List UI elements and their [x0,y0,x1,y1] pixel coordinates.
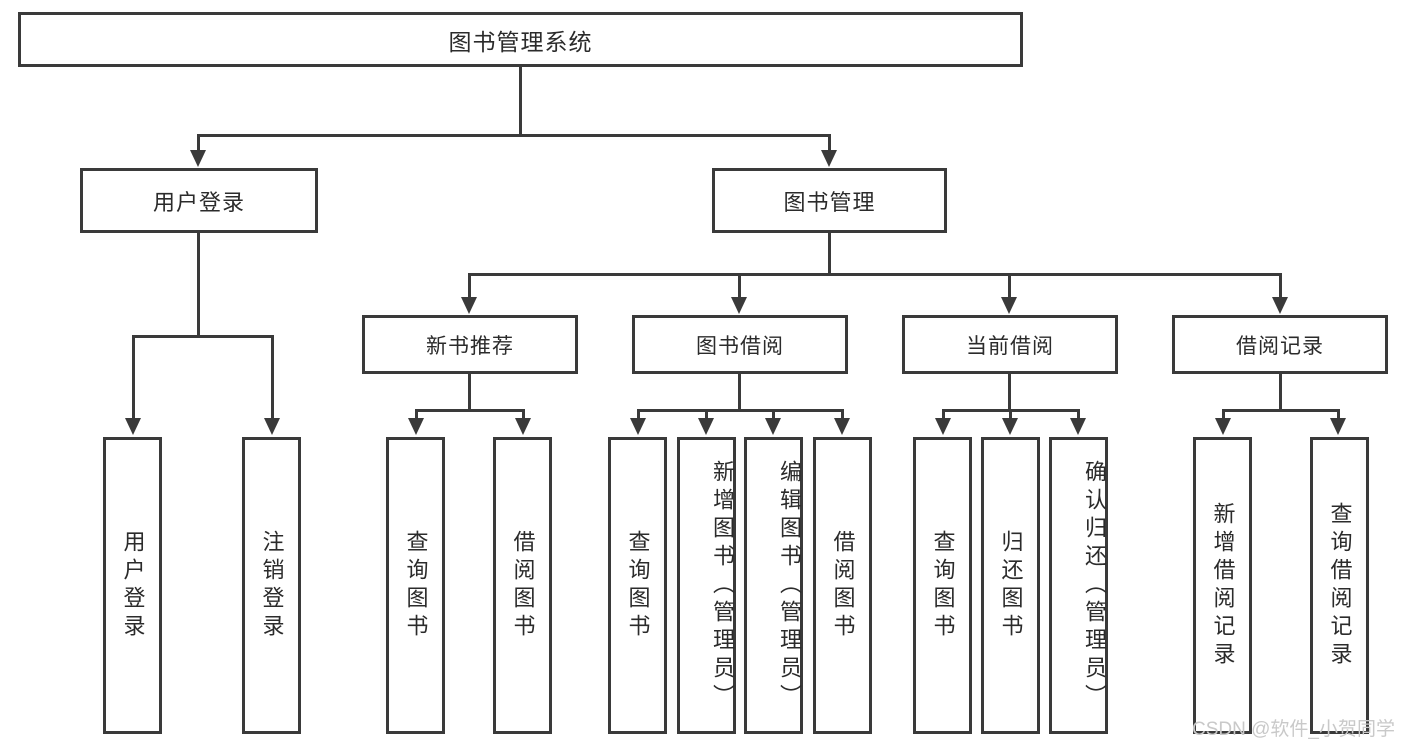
node-label: 查询图书 [403,529,429,642]
arrowhead-to-borrow-record [1272,297,1288,314]
node-borrow-record[interactable]: 借阅记录 [1172,315,1388,374]
connector-current-borrow-branch-3 [1077,409,1080,420]
connector-root-to-book-mgmt [828,134,831,152]
node-label: 确认归还（管理员） [1082,459,1107,712]
arrowhead-current-borrow-leaf-3 [1070,418,1086,435]
node-label: 新书推荐 [426,334,514,358]
node-current-borrow[interactable]: 当前借阅 [902,315,1118,374]
connector-borrow-record-branch-1 [1222,409,1225,420]
node-label: 借阅记录 [1236,334,1324,358]
node-label: 借阅图书 [830,529,856,642]
connector-new-book-stem [468,374,471,409]
leaf-new-book-query[interactable]: 查询图书 [386,437,445,734]
connector-root-stem [519,67,522,134]
connector-book-borrow-branch-4 [841,409,844,420]
arrowhead-user-login-leaf-1 [125,418,141,435]
node-label: 新增图书（管理员） [710,459,735,712]
leaf-query-borrow-record[interactable]: 查询借阅记录 [1310,437,1369,734]
connector-book-mgmt-branch-3 [1008,273,1011,300]
leaf-borrow-query-book[interactable]: 查询图书 [608,437,667,734]
arrowhead-borrow-record-leaf-2 [1330,418,1346,435]
arrowhead-book-borrow-leaf-4 [834,418,850,435]
node-label: 当前借阅 [966,334,1054,358]
connector-current-borrow-branch-2 [1009,409,1012,420]
connector-user-login-stem [197,233,200,335]
arrowhead-to-new-book [461,297,477,314]
node-label: 编辑图书（管理员） [777,459,802,712]
connector-new-book-branch-2 [522,409,525,420]
connector-borrow-record-stem [1279,374,1282,409]
connector-current-borrow-stem [1008,374,1011,409]
arrowhead-new-book-leaf-1 [408,418,424,435]
connector-user-login-bus [132,335,274,338]
connector-new-book-bus [415,409,525,412]
node-label: 图书借阅 [696,334,784,358]
connector-new-book-branch-1 [415,409,418,420]
node-book-management[interactable]: 图书管理 [712,168,947,233]
csdn-watermark: CSDN @软件_小贺同学 [1192,719,1395,740]
connector-book-borrow-branch-1 [637,409,640,420]
connector-book-borrow-bus [637,409,844,412]
leaf-edit-book-admin[interactable]: 编辑图书（管理员） [744,437,803,734]
leaf-add-borrow-record[interactable]: 新增借阅记录 [1193,437,1252,734]
node-label: 用户登录 [120,529,146,642]
node-new-book-recommend[interactable]: 新书推荐 [362,315,578,374]
connector-user-login-branch-2 [271,335,274,420]
node-label: 图书管理系统 [448,28,593,55]
connector-book-mgmt-bus [468,273,1282,276]
leaf-new-book-borrow[interactable]: 借阅图书 [493,437,552,734]
arrowhead-to-current-borrow [1001,297,1017,314]
node-label: 新增借阅记录 [1210,501,1236,670]
leaf-add-book-admin[interactable]: 新增图书（管理员） [677,437,736,734]
arrowhead-current-borrow-leaf-2 [1002,418,1018,435]
connector-borrow-record-branch-2 [1337,409,1340,420]
connector-root-to-user-login [197,134,200,152]
connector-book-mgmt-branch-2 [738,273,741,300]
connector-book-mgmt-stem [828,233,831,273]
connector-current-borrow-branch-1 [942,409,945,420]
leaf-return-book[interactable]: 归还图书 [981,437,1040,734]
arrowhead-to-user-login [190,150,206,167]
arrowhead-book-borrow-leaf-3 [765,418,781,435]
connector-book-borrow-stem [738,374,741,409]
leaf-user-login[interactable]: 用户登录 [103,437,162,734]
node-label: 图书管理 [783,189,876,215]
arrowhead-book-borrow-leaf-1 [630,418,646,435]
node-label: 查询图书 [625,529,651,642]
connector-book-mgmt-branch-1 [468,273,471,300]
arrowhead-new-book-leaf-2 [515,418,531,435]
leaf-borrow-book[interactable]: 借阅图书 [813,437,872,734]
node-user-login[interactable]: 用户登录 [80,168,318,233]
arrowhead-current-borrow-leaf-1 [935,418,951,435]
node-label: 归还图书 [998,529,1024,642]
connector-user-login-branch-1 [132,335,135,420]
arrowhead-to-book-mgmt [821,150,837,167]
arrowhead-user-login-leaf-2 [264,418,280,435]
leaf-user-logout[interactable]: 注销登录 [242,437,301,734]
connector-root-bus [197,134,831,137]
connector-borrow-record-bus [1222,409,1340,412]
node-label: 用户登录 [152,189,245,215]
arrowhead-borrow-record-leaf-1 [1215,418,1231,435]
node-label: 借阅图书 [510,529,536,642]
arrowhead-book-borrow-leaf-2 [698,418,714,435]
node-label: 查询图书 [930,529,956,642]
node-label: 注销登录 [259,529,285,642]
node-label: 查询借阅记录 [1327,501,1353,670]
leaf-confirm-return-admin[interactable]: 确认归还（管理员） [1049,437,1108,734]
node-root-system[interactable]: 图书管理系统 [18,12,1023,67]
connector-book-mgmt-branch-4 [1279,273,1282,300]
node-book-borrow[interactable]: 图书借阅 [632,315,848,374]
arrowhead-to-book-borrow [731,297,747,314]
connector-book-borrow-branch-3 [772,409,775,420]
leaf-current-query-book[interactable]: 查询图书 [913,437,972,734]
connector-book-borrow-branch-2 [705,409,708,420]
